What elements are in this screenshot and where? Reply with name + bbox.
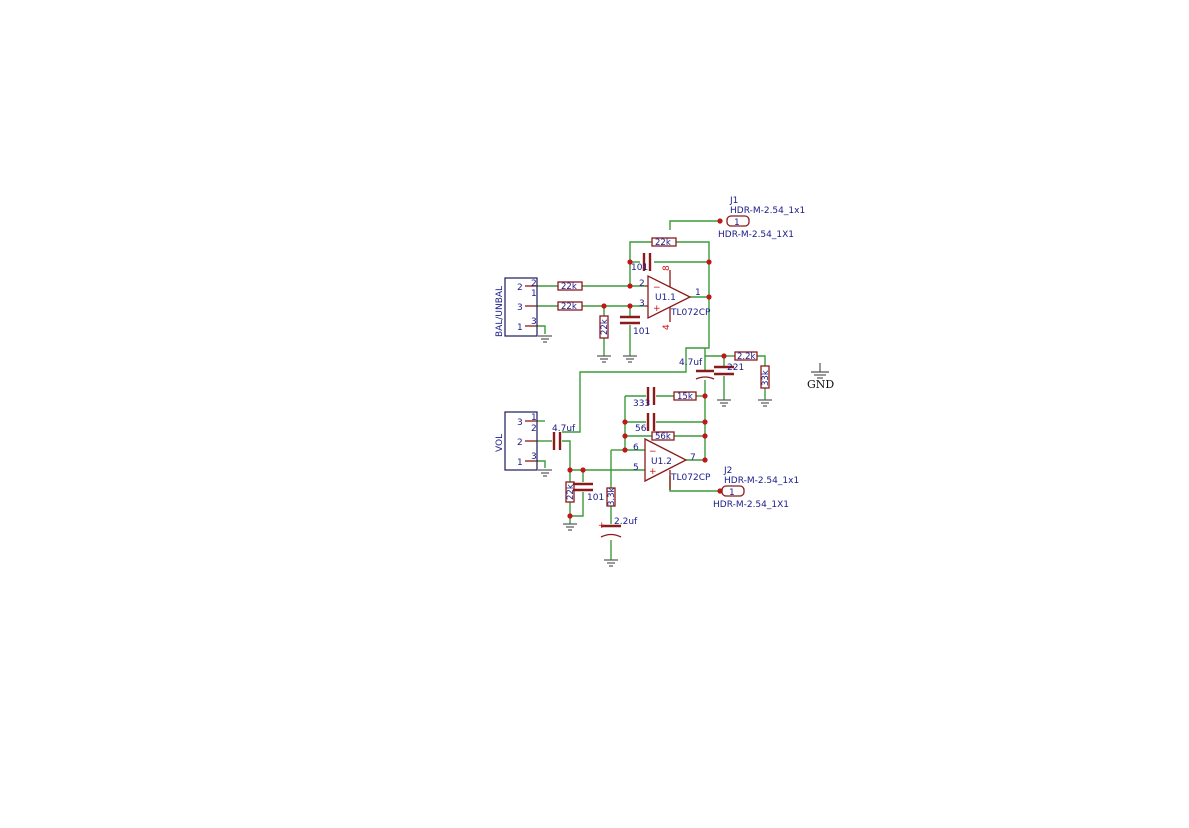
minus-sign: −: [649, 447, 657, 457]
svg-text:4.7uf: 4.7uf: [552, 424, 576, 434]
plus-sign: +: [649, 467, 657, 477]
junction-dots: [567, 218, 727, 519]
capacitor-c-333: 333: [633, 387, 656, 409]
capacitor-c-2-2uf: + 2.2uf: [598, 517, 638, 538]
component-value: HDR-M-2.54_1x1: [724, 476, 799, 486]
capacitor-c-fb1: 101: [631, 253, 652, 273]
capacitor-c-56: 56: [635, 413, 656, 434]
svg-text:33k: 33k: [761, 370, 771, 386]
resistor-r-in1: 22k: [557, 281, 583, 292]
component-footprint: HDR-M-2.54_1X1: [718, 230, 794, 240]
component-ref: U1.1: [655, 293, 676, 303]
pin-number: 3: [639, 299, 645, 309]
ground-icon: [811, 363, 829, 379]
resistor-r-15k: 15k: [673, 391, 697, 402]
resistor-r-33k: 33k: [760, 365, 771, 389]
pin-label: 2: [517, 438, 523, 448]
pin-number: 8: [662, 265, 672, 271]
component-value: TL072CP: [670, 308, 711, 318]
svg-text:22k: 22k: [561, 282, 577, 292]
ground-icon: [758, 399, 772, 407]
resistor-r-56k: 56k: [651, 431, 675, 442]
pin-label: 1: [729, 488, 735, 498]
component-ref: J1: [729, 196, 738, 206]
svg-text:101: 101: [633, 327, 650, 337]
ground-icon: [597, 355, 611, 363]
resistor-r-2k2: 2.2k: [734, 351, 758, 362]
pin-label: 1: [531, 289, 537, 299]
svg-text:3.3k: 3.3k: [607, 487, 617, 506]
svg-text:22k: 22k: [566, 484, 576, 500]
capacitor-c-221: 221: [714, 363, 744, 376]
component-ref: J2: [723, 466, 732, 476]
component-value: TL072CP: [670, 473, 711, 483]
svg-text:2.2uf: 2.2uf: [614, 517, 638, 527]
svg-text:56: 56: [635, 424, 647, 434]
svg-text:101: 101: [631, 263, 648, 273]
pin-number: 6: [633, 443, 639, 453]
svg-text:2.2k: 2.2k: [737, 352, 756, 362]
pin-label: 1: [734, 218, 740, 228]
pin-number: 5: [633, 463, 639, 473]
pin-label: 2: [531, 279, 537, 289]
svg-text:15k: 15k: [677, 392, 693, 402]
connector-name: VOL: [495, 434, 505, 452]
pin-number: 1: [695, 288, 701, 298]
svg-text:101: 101: [587, 493, 604, 503]
minus-sign: −: [653, 283, 661, 293]
ground-icon: [538, 469, 552, 477]
svg-text:333: 333: [633, 399, 650, 409]
component-value: HDR-M-2.54_1x1: [730, 206, 805, 216]
pin-label: 2: [531, 424, 537, 434]
pin-label: 3: [517, 418, 523, 428]
connector-bal-unbal: BAL/UNBAL 2 3 1 2 1 3: [495, 277, 538, 337]
resistor-r-22k-vol: 22k: [565, 481, 576, 503]
ground-symbols: GND: [538, 335, 834, 567]
capacitor-c-101-vol: 101: [573, 482, 604, 503]
capacitor-c-in1: 101: [620, 315, 650, 337]
plus-sign: +: [653, 304, 661, 314]
svg-text:22k: 22k: [655, 238, 671, 248]
opamp-u1-2: − + U1.2 TL072CP 6 5 7: [633, 437, 711, 490]
connector-vol: VOL 3 2 1 1 2 3: [495, 411, 538, 471]
resistor-r-in2: 22k: [557, 301, 583, 312]
connector-name: BAL/UNBAL: [495, 286, 505, 337]
pin-number: 7: [690, 453, 696, 463]
opamp-u1-1: − + U1.1 TL072CP 2 3 1 8 4: [639, 265, 711, 330]
pin-number: 2: [639, 279, 645, 289]
resistor-r-fb1: 22k: [651, 237, 677, 248]
resistor-r-3k3: 3.3k: [606, 487, 617, 507]
ground-icon: [717, 399, 731, 407]
svg-text:22k: 22k: [600, 319, 610, 335]
pin-label: 3: [531, 317, 537, 327]
component-ref: U1.2: [651, 457, 672, 467]
ground-icon: [563, 523, 577, 531]
resistors: 22k 22k 22k 22k 15k 56k 22k 3.3k 2.2k 33…: [557, 237, 771, 507]
ground-icon: [538, 335, 552, 343]
pin-label: 1: [517, 323, 523, 333]
pin-label: 3: [531, 452, 537, 462]
pin-label: 3: [517, 303, 523, 313]
svg-text:56k: 56k: [655, 432, 671, 442]
ground-icon: [623, 355, 637, 363]
pin-label: 2: [517, 283, 523, 293]
capacitor-c-4-7uf-out: 4.7uf: [679, 358, 715, 380]
resistor-r-gnd1: 22k: [599, 315, 610, 339]
svg-text:4.7uf: 4.7uf: [679, 358, 703, 368]
pin-label: 1: [517, 458, 523, 468]
pin-number: 4: [662, 324, 672, 330]
svg-text:221: 221: [727, 363, 744, 373]
capacitor-c-4-7uf-in: 4.7uf: [552, 424, 576, 450]
svg-text:22k: 22k: [561, 302, 577, 312]
header-j1: J1 HDR-M-2.54_1x1 1 HDR-M-2.54_1X1: [718, 196, 805, 240]
gnd-label: GND: [807, 378, 834, 391]
header-j2: J2 HDR-M-2.54_1x1 1 HDR-M-2.54_1X1: [713, 466, 799, 510]
ground-icon: [604, 559, 618, 567]
capacitors: 101 101 4.7uf 221 333 56: [552, 253, 744, 538]
pin-label: 1: [531, 413, 537, 423]
svg-text:+: +: [598, 521, 606, 531]
component-footprint: HDR-M-2.54_1X1: [713, 500, 789, 510]
